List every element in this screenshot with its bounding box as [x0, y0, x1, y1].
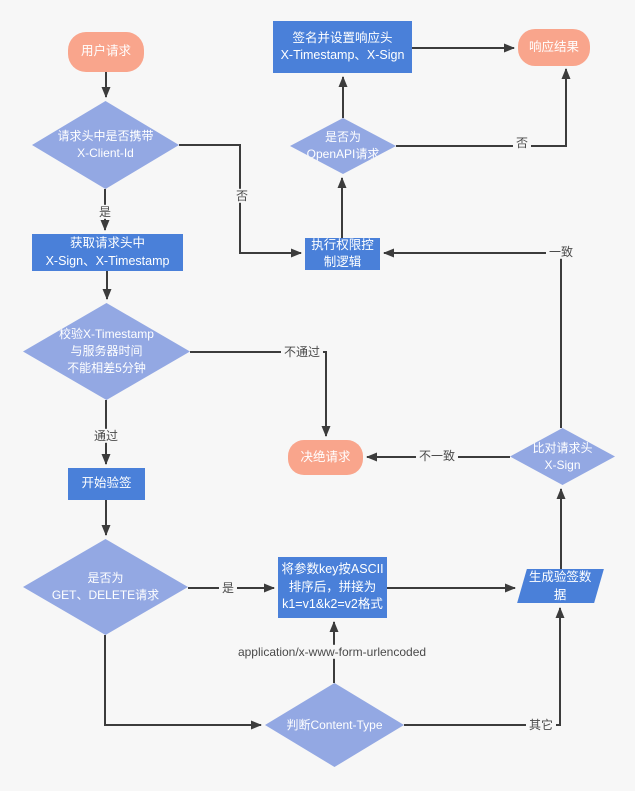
- edge-label-other: 其它: [525, 717, 557, 733]
- edge-comparesign-match-to-permission: [383, 248, 562, 428]
- edge-label-pass: 通过: [90, 428, 122, 444]
- edge-openapi-no-to-response: [396, 68, 571, 147]
- edge-label-yes-clientid: 是: [95, 204, 115, 220]
- node-sign-set-response-headers: 签名并设置响应头 X-Timestamp、X-Sign: [273, 21, 412, 73]
- edge-label-mismatch: 不一致: [415, 448, 459, 464]
- generate-sign-data-label: 生成验签数 据: [529, 569, 592, 602]
- node-get-request-headers: 获取请求头中 X-Sign、X-Timestamp: [32, 234, 183, 271]
- edge-label-match: 一致: [545, 244, 577, 260]
- edge-label-no-openapi: 否: [512, 135, 532, 151]
- node-sort-params-ascii: 将参数key按ASCII 排序后，拼接为 k1=v1&k2=v2格式: [278, 557, 387, 618]
- edge-label-form-urlencoded: application/x-www-form-urlencoded: [234, 644, 430, 660]
- edge-checktimestamp-fail-to-reject: [190, 351, 331, 437]
- node-reject-request: 决绝请求: [288, 440, 363, 475]
- node-exec-permission-logic: 执行权限控 制逻辑: [305, 238, 380, 270]
- node-generate-sign-data: 生成验签数 据: [517, 569, 604, 603]
- edge-label-yes-getdelete: 是: [218, 580, 238, 596]
- node-user-request: 用户请求: [68, 32, 144, 72]
- node-start-verify: 开始验签: [68, 468, 145, 500]
- node-response-result: 响应结果: [518, 29, 590, 66]
- edge-label-fail: 不通过: [280, 344, 324, 360]
- edge-label-no-clientid: 否: [232, 188, 252, 204]
- edge-getdelete-no-to-contenttype: [104, 635, 262, 730]
- edge-contenttype-other-to-gendata: [404, 607, 565, 726]
